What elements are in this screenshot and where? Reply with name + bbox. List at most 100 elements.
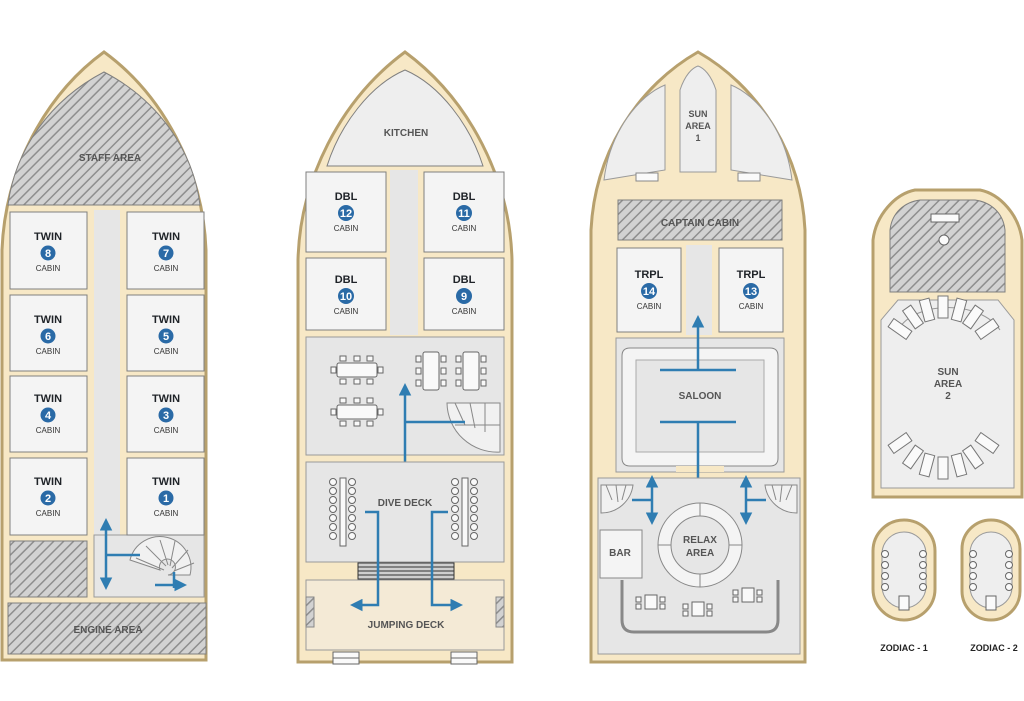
- deck-lower: STAFF AREA TWIN 8 CABIN TWIN 7 CABIN TWI…: [0, 50, 208, 662]
- dive-deck-label: DIVE DECK: [378, 498, 433, 509]
- cabin-sub-label: CABIN: [739, 302, 764, 311]
- sun-area-2-label-line2: AREA: [934, 379, 962, 390]
- aft-tables: [635, 587, 763, 617]
- bar-label: BAR: [609, 548, 631, 559]
- cabin-type-label: TWIN: [34, 314, 62, 326]
- cabin-number: 13: [745, 286, 757, 298]
- walk-arrows-lower: [99, 518, 187, 592]
- cabin-sub-label: CABIN: [452, 224, 477, 233]
- cabin-number: 8: [45, 248, 51, 260]
- zodiac-2: ZODIAC - 2: [960, 518, 1022, 653]
- cabin-number-badge: [158, 407, 174, 423]
- jumping-deck: [305, 579, 505, 651]
- zodiac-2-label: ZODIAC - 2: [970, 643, 1018, 653]
- cabin-type-label: TWIN: [152, 393, 180, 405]
- dining-chairs: [330, 355, 487, 427]
- saloon-door: [676, 466, 724, 472]
- cabin-sub-label: CABIN: [154, 264, 179, 273]
- cabin-twin-1[interactable]: TWIN 1 CABIN: [126, 457, 205, 536]
- cabin-type-label: TRPL: [737, 269, 766, 281]
- dining-tables: [336, 351, 480, 420]
- deck-upper: SUN AREA 1 CAPTAIN CABIN TRPL 14 CABIN T…: [589, 50, 807, 664]
- spiral-staircase: [129, 536, 195, 576]
- cabin-sub-label: CABIN: [36, 426, 61, 435]
- jumping-deck-rail-left: [305, 596, 315, 628]
- sun-deck-hatch: [938, 234, 950, 246]
- boarding-ladders: [332, 651, 478, 665]
- cabin-number: 11: [458, 208, 470, 220]
- engine-area: [7, 602, 207, 655]
- sun-deck-forward-hatched: [889, 199, 1006, 293]
- cabin-type-label: DBL: [335, 191, 358, 203]
- saloon-label: SALOON: [679, 391, 722, 402]
- sun-area-1: [679, 65, 717, 173]
- relax-area-label-line2: AREA: [686, 548, 714, 559]
- cabin-type-label: TWIN: [34, 231, 62, 243]
- cabin-number: 7: [163, 248, 169, 260]
- cabin-number-badge: [456, 288, 472, 304]
- cabin-twin-8[interactable]: TWIN 8 CABIN: [9, 211, 88, 290]
- cabin-trpl-14[interactable]: TRPL 14 CABIN: [616, 247, 682, 333]
- dive-bench-right: [451, 477, 478, 547]
- cabin-trpl-13[interactable]: TRPL 13 CABIN: [718, 247, 784, 333]
- cabin-number-badge: [338, 205, 354, 221]
- cabin-number-badge: [40, 407, 56, 423]
- walk-arrows-aft: [632, 475, 766, 525]
- cabin-number-badge: [158, 490, 174, 506]
- cabin-number: 6: [45, 331, 51, 343]
- cabin-dbl-9[interactable]: DBL 9 CABIN: [423, 257, 505, 331]
- cabin-type-label: TWIN: [152, 476, 180, 488]
- cabin-number: 5: [163, 331, 169, 343]
- aft-lounge-bench: [620, 580, 780, 634]
- sun-area-1-label-line2: AREA: [685, 121, 711, 131]
- cabin-twin-5[interactable]: TWIN 5 CABIN: [126, 294, 205, 372]
- sun-loungers-top: [887, 295, 1000, 341]
- jumping-deck-label: JUMPING DECK: [368, 620, 445, 631]
- jumping-deck-rail-right: [495, 596, 505, 628]
- kitchen: [326, 69, 484, 167]
- cabin-number: 14: [643, 286, 656, 298]
- deck-main: KITCHEN DBL 12 CABIN DBL 11 CABIN DBL 10…: [296, 50, 514, 665]
- sun-loungers-bottom: [887, 431, 1000, 480]
- cabin-twin-2[interactable]: TWIN 2 CABIN: [9, 457, 88, 536]
- cabin-dbl-10[interactable]: DBL 10 CABIN: [305, 257, 387, 331]
- cabin-sub-label: CABIN: [154, 426, 179, 435]
- cabin-type-label: TWIN: [34, 393, 62, 405]
- cabin-number-badge: [743, 283, 759, 299]
- cabin-number-badge: [40, 328, 56, 344]
- cabin-type-label: TRPL: [635, 269, 664, 281]
- engine-area-label: ENGINE AREA: [73, 625, 142, 636]
- cabin-type-label: DBL: [453, 191, 476, 203]
- cabin-twin-6[interactable]: TWIN 6 CABIN: [9, 294, 88, 372]
- sun-area-2-label-line1: SUN: [937, 367, 958, 378]
- cabin-sub-label: CABIN: [154, 509, 179, 518]
- cabin-twin-7[interactable]: TWIN 7 CABIN: [126, 211, 205, 290]
- cabin-sub-label: CABIN: [637, 302, 662, 311]
- storage-hatched: [9, 540, 88, 598]
- cabin-number-badge: [40, 245, 56, 261]
- cabin-dbl-12[interactable]: DBL 12 CABIN: [305, 171, 387, 253]
- sun-area-1-label-line3: 1: [695, 133, 700, 143]
- cabin-number-badge: [338, 288, 354, 304]
- captain-cabin-label: CAPTAIN CABIN: [661, 218, 739, 229]
- spiral-stair-left: [600, 484, 634, 514]
- cabin-number-badge: [158, 328, 174, 344]
- cabin-sub-label: CABIN: [452, 307, 477, 316]
- sun-deck-vent: [930, 213, 960, 223]
- deck-sun: SUN AREA 2: [871, 188, 1024, 499]
- captain-cabin: [617, 199, 783, 241]
- cabin-twin-3[interactable]: TWIN 3 CABIN: [126, 375, 205, 453]
- dive-steps: [357, 562, 455, 580]
- corridor-lower: [94, 210, 120, 540]
- kitchen-label: KITCHEN: [384, 128, 428, 139]
- cabin-dbl-11[interactable]: DBL 11 CABIN: [423, 171, 505, 253]
- cabin-twin-4[interactable]: TWIN 4 CABIN: [9, 375, 88, 453]
- staircase-main: [446, 402, 501, 453]
- corridor-main: [390, 170, 418, 335]
- cabin-number: 1: [163, 493, 169, 505]
- cabin-sub-label: CABIN: [36, 347, 61, 356]
- spiral-stair-right: [764, 484, 798, 514]
- cabin-sub-label: CABIN: [36, 264, 61, 273]
- sun-area-2-label-line3: 2: [945, 391, 951, 402]
